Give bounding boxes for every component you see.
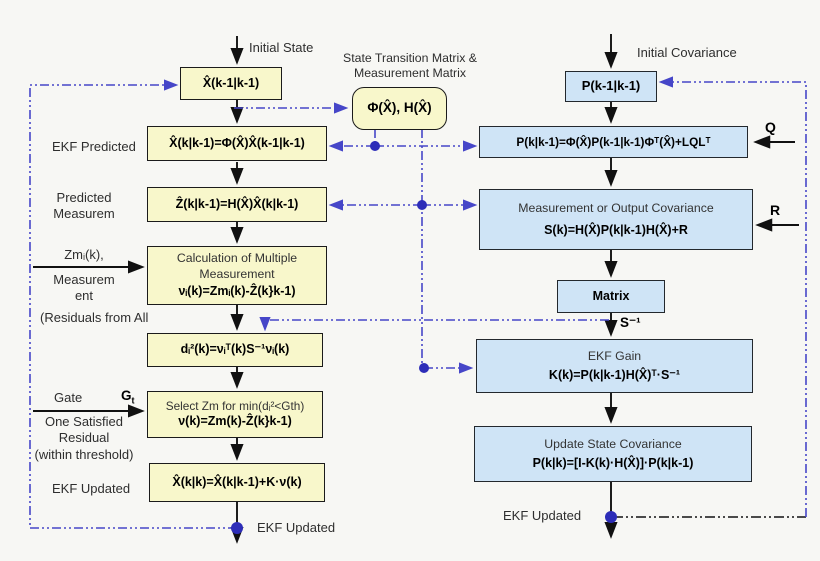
one-satisfied-line3: (within threshold) xyxy=(34,446,134,462)
node-output-covariance-eq: S(k)=H(X̂)P(k|k-1)H(X̂)+R xyxy=(544,222,688,237)
node-prior-covariance-eq: P(k-1|k-1) xyxy=(581,78,641,94)
measurement-input-label-line2: ent xyxy=(74,288,94,304)
gate-threshold-symbol: Gt xyxy=(121,388,135,407)
node-ekf-predicted: X̂(k|k-1)=Φ(X̂)X̂(k-1|k-1) xyxy=(147,126,327,161)
matrices-label-line2: Measurement Matrix xyxy=(353,66,467,81)
node-matrix-label: Matrix xyxy=(592,288,630,303)
node-predicted-covariance-eq: P(k|k-1)=Φ(X̂)P(k-1|k-1)Φᵀ(X̂)+LQLᵀ xyxy=(516,134,711,149)
one-satisfied-line2: Residual xyxy=(58,430,110,446)
measurement-input-label-line1: Measurem xyxy=(53,272,115,287)
node-predicted-covariance: P(k|k-1)=Φ(X̂)P(k-1|k-1)Φᵀ(X̂)+LQLᵀ xyxy=(479,126,748,158)
node-ekf-updated-state: X̂(k|k)=X̂(k|k-1)+K·ν(k) xyxy=(149,463,325,502)
matrices-label: State Transition Matrix & Measurement Ma… xyxy=(330,51,490,82)
node-prior-covariance: P(k-1|k-1) xyxy=(565,71,657,102)
node-update-covariance-eq: P(k|k)=[I-K(k)·H(X̂)]·P(k|k-1) xyxy=(532,455,694,470)
predicted-measurement-label-line1: Predicted xyxy=(56,190,112,205)
initial-state-label: Initial State xyxy=(249,40,314,55)
blue-dashdot-links xyxy=(29,76,807,529)
gate-symbol-letter: G xyxy=(121,388,132,403)
node-output-covariance: Measurement or Output Covariance S(k)=H(… xyxy=(479,189,753,250)
node-mahalanobis-distance: dᵢ²(k)=νᵢᵀ(k)S⁻¹νᵢ(k) xyxy=(147,333,323,367)
process-noise-label: Q xyxy=(765,119,776,135)
node-update-covariance-caption: Update State Covariance xyxy=(544,436,682,451)
node-select-measurement: Select Zm for min(dᵢ²<Gth) ν(k)=Zm(k)-Ẑ(… xyxy=(147,391,323,438)
node-output-covariance-caption: Measurement or Output Covariance xyxy=(518,200,714,215)
node-residual-calc-eq: νᵢ(k)=Zmᵢ(k)-Ẑ(k}k-1) xyxy=(178,284,296,299)
gate-symbol-subscript: t xyxy=(131,395,135,406)
black-solid-arrows xyxy=(33,34,799,544)
node-ekf-gain: EKF Gain K(k)=P(k|k-1)H(X̂)ᵀ·S⁻¹ xyxy=(476,339,753,393)
node-select-caption: Select Zm for min(dᵢ²<Gth) xyxy=(165,399,305,414)
node-distance-eq: dᵢ²(k)=νᵢᵀ(k)S⁻¹νᵢ(k) xyxy=(180,342,290,357)
node-predicted-measurement-eq: Ẑ(k|k-1)=H(X̂)X̂(k|k-1) xyxy=(175,196,299,211)
node-predicted-measurement: Ẑ(k|k-1)=H(X̂)X̂(k|k-1) xyxy=(147,187,327,222)
matrices-label-line1: State Transition Matrix & xyxy=(343,51,477,65)
s-inverse-label: S⁻¹ xyxy=(620,315,641,330)
node-phi-h-eq: Φ(X̂), H(X̂) xyxy=(367,100,432,116)
ekf-updated-left-label: EKF Updated xyxy=(52,481,131,496)
predicted-measurement-label-line2: Measurem xyxy=(53,206,115,222)
node-updated-state-eq: X̂(k|k)=X̂(k|k-1)+K·ν(k) xyxy=(172,474,302,489)
node-select-eq: ν(k)=Zm(k)-Ẑ(k}k-1) xyxy=(178,414,292,429)
junction-dots xyxy=(231,141,617,534)
ekf-updated-right-label: EKF Updated xyxy=(503,508,582,523)
node-prior-state: X̂(k-1|k-1) xyxy=(180,67,282,100)
ekf-updated-bottom-label: EKF Updated xyxy=(257,520,336,535)
node-matrix-inversion: Matrix xyxy=(557,280,665,313)
predicted-measurement-label: Predicted Measurem xyxy=(28,190,140,223)
node-residual-calculation: Calculation of Multiple Measurement νᵢ(k… xyxy=(147,246,327,305)
node-update-covariance: Update State Covariance P(k|k)=[I-K(k)·H… xyxy=(474,426,752,482)
ekf-predicted-label: EKF Predicted xyxy=(52,139,136,154)
node-residual-calc-caption2: Measurement xyxy=(199,266,275,281)
node-prior-state-eq: X̂(k-1|k-1) xyxy=(202,75,260,90)
residuals-label: (Residuals from All xyxy=(40,310,149,325)
one-satisfied-line1: One Satisfied xyxy=(44,414,124,429)
zm-input-label: Zmᵢ(k), xyxy=(64,247,104,262)
node-ekf-predicted-eq: X̂(k|k-1)=Φ(X̂)X̂(k-1|k-1) xyxy=(169,135,305,150)
initial-covariance-label: Initial Covariance xyxy=(637,45,737,60)
node-transition-measurement-matrices: Φ(X̂), H(X̂) xyxy=(352,87,447,130)
gate-label: Gate xyxy=(54,390,83,405)
measurement-input-label: Measurem ent xyxy=(28,272,140,305)
node-ekf-gain-eq: K(k)=P(k|k-1)H(X̂)ᵀ·S⁻¹ xyxy=(548,367,681,382)
measurement-noise-label: R xyxy=(770,202,781,218)
one-satisfied-residual-label: One Satisfied Residual (within threshold… xyxy=(18,414,150,463)
node-ekf-gain-caption: EKF Gain xyxy=(587,348,642,363)
node-residual-calc-caption1: Calculation of Multiple xyxy=(176,251,298,266)
